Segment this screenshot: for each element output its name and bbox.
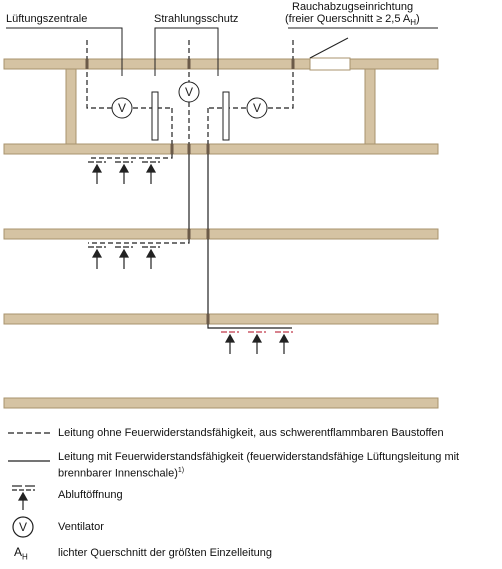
fan-right — [246, 97, 268, 119]
legend-fan-text: Ventilator — [58, 521, 104, 533]
legend-solid-text-1: Leitung mit Feuerwiderstandsfähigkeit (f… — [58, 451, 460, 463]
slab-level-1 — [3, 143, 439, 155]
arrow-icon — [251, 333, 263, 354]
arrow-icon — [224, 333, 236, 354]
exhaust-arrows — [91, 163, 290, 354]
legend-fan-symbol: V — [19, 520, 27, 534]
legend-solid-text-2: brennbarer Innenschale)1) — [58, 464, 184, 481]
solid-ducts — [188, 154, 292, 329]
legend-ah-letter: A — [14, 545, 23, 559]
smoke-vent-opening — [309, 57, 351, 71]
label-smoke-sub: H — [410, 18, 417, 28]
fan-left — [111, 97, 133, 119]
slab-level-3 — [3, 313, 439, 325]
arrow-icon — [91, 163, 103, 184]
radiation-shields — [151, 91, 230, 141]
dashed-outlet-level-2 — [88, 239, 190, 244]
fan-right-symbol: V — [253, 101, 261, 115]
legend-solid-prefix: brennbarer Innenschale) — [58, 467, 178, 480]
arrow-icon — [145, 163, 157, 184]
dashed-duct-right — [268, 40, 294, 109]
legend-exhaust-text: Abluftöffnung — [58, 489, 123, 501]
arrow-icon — [118, 248, 130, 269]
arrow-icon — [91, 248, 103, 269]
label-leaders — [6, 27, 438, 76]
slab-level-4 — [3, 397, 439, 409]
exhaust-openings — [88, 161, 160, 248]
legend-ah-symbol: AH — [14, 545, 28, 564]
label-smoke-line2: (freier Querschnitt ≥ 2,5 AH) — [285, 13, 420, 29]
label-smoke-suffix: ) — [416, 13, 420, 25]
wall-right — [364, 68, 376, 145]
fan-left-symbol: V — [118, 101, 126, 115]
legend-fan-icon — [12, 516, 34, 538]
slab-level-2 — [3, 228, 439, 240]
shield-panel-left — [151, 91, 159, 141]
dashed-ducts — [86, 40, 294, 244]
legend-dashed-text: Leitung ohne Feuerwiderstandsfähigkeit, … — [58, 427, 444, 439]
arrow-icon — [278, 333, 290, 354]
dashed-duct-left — [86, 40, 112, 109]
label-smoke-prefix: (freier Querschnitt ≥ 2,5 A — [285, 13, 411, 25]
legend-ah-sub: H — [22, 552, 28, 562]
arrow-icon — [145, 248, 157, 269]
wall-left — [65, 68, 77, 145]
shield-panel-right — [222, 91, 230, 141]
label-central: Lüftungszentrale — [6, 13, 88, 25]
legend-ah-text: lichter Querschnitt der größten Einzelle… — [58, 547, 272, 559]
floor-slabs — [3, 58, 439, 409]
roof-slab — [3, 58, 439, 70]
fan-center-symbol: V — [185, 85, 193, 99]
arrow-icon — [118, 163, 130, 184]
dampers — [85, 59, 295, 324]
dashed-outlet-level-1 — [88, 154, 173, 159]
label-shield: Strahlungsschutz — [154, 13, 239, 25]
fans — [111, 81, 268, 119]
legend-symbols — [8, 432, 50, 538]
fan-center — [178, 81, 200, 103]
solid-outlet-level-3 — [207, 324, 292, 329]
legend-solid-note: 1) — [177, 467, 185, 474]
label-smoke-line1: Rauchabzugseinrichtung — [292, 1, 414, 13]
